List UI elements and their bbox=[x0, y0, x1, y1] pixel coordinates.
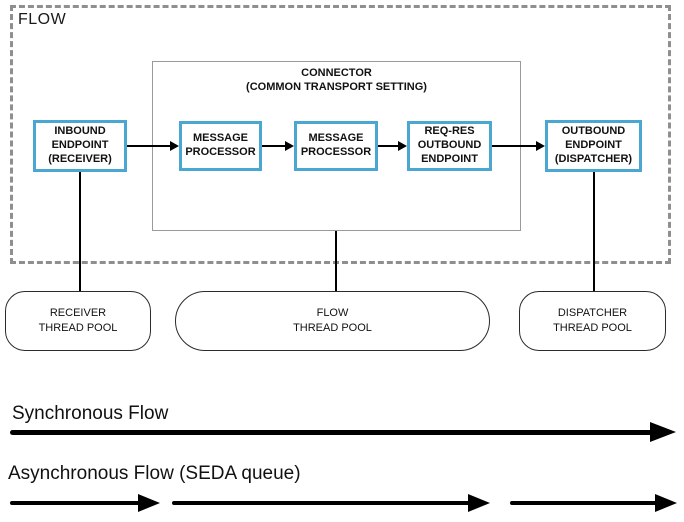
arrowhead-icon bbox=[398, 141, 407, 151]
async-flow-arrow-segment-3 bbox=[510, 501, 657, 505]
legend-asynchronous-label: Asynchronous Flow (SEDA queue) bbox=[8, 463, 301, 484]
arrowhead-icon bbox=[468, 494, 490, 512]
arrowhead-icon bbox=[655, 494, 677, 512]
arrow-reqres-to-outbound bbox=[492, 145, 538, 147]
node-message-processor-1: MESSAGE PROCESSOR bbox=[179, 121, 262, 171]
async-flow-arrow-segment-1 bbox=[10, 501, 140, 505]
line-inbound-to-receiver-pool bbox=[79, 172, 81, 291]
arrow-mp1-to-mp2 bbox=[262, 145, 287, 147]
pool-flow-thread-pool: FLOW THREAD POOL bbox=[175, 291, 490, 351]
arrowhead-icon bbox=[650, 422, 676, 442]
line-outbound-to-dispatcher-pool bbox=[593, 172, 595, 291]
pool-receiver-thread-pool: RECEIVER THREAD POOL bbox=[5, 291, 151, 351]
flow-label: FLOW bbox=[18, 11, 67, 28]
arrowhead-icon bbox=[138, 494, 160, 512]
arrow-mp2-to-reqres bbox=[378, 145, 400, 147]
arrow-inbound-to-mp1 bbox=[127, 145, 172, 147]
arrowhead-icon bbox=[536, 141, 545, 151]
node-message-processor-2: MESSAGE PROCESSOR bbox=[294, 121, 378, 171]
legend-synchronous-label: Synchronous Flow bbox=[12, 403, 169, 424]
arrowhead-icon bbox=[170, 141, 179, 151]
node-outbound-endpoint: OUTBOUND ENDPOINT (DISPATCHER) bbox=[545, 120, 642, 172]
line-connector-to-flow-pool bbox=[335, 231, 337, 291]
flow-dashed-container bbox=[10, 5, 671, 264]
node-inbound-endpoint: INBOUND ENDPOINT (RECEIVER) bbox=[33, 120, 127, 172]
connector-title: CONNECTOR (COMMON TRANSPORT SETTING) bbox=[246, 67, 427, 94]
pool-dispatcher-thread-pool: DISPATCHER THREAD POOL bbox=[519, 291, 666, 351]
async-flow-arrow-segment-2 bbox=[172, 501, 470, 505]
node-req-res-outbound-endpoint: REQ-RES OUTBOUND ENDPOINT bbox=[407, 121, 492, 171]
sync-flow-arrow bbox=[10, 430, 652, 435]
arrowhead-icon bbox=[285, 141, 294, 151]
